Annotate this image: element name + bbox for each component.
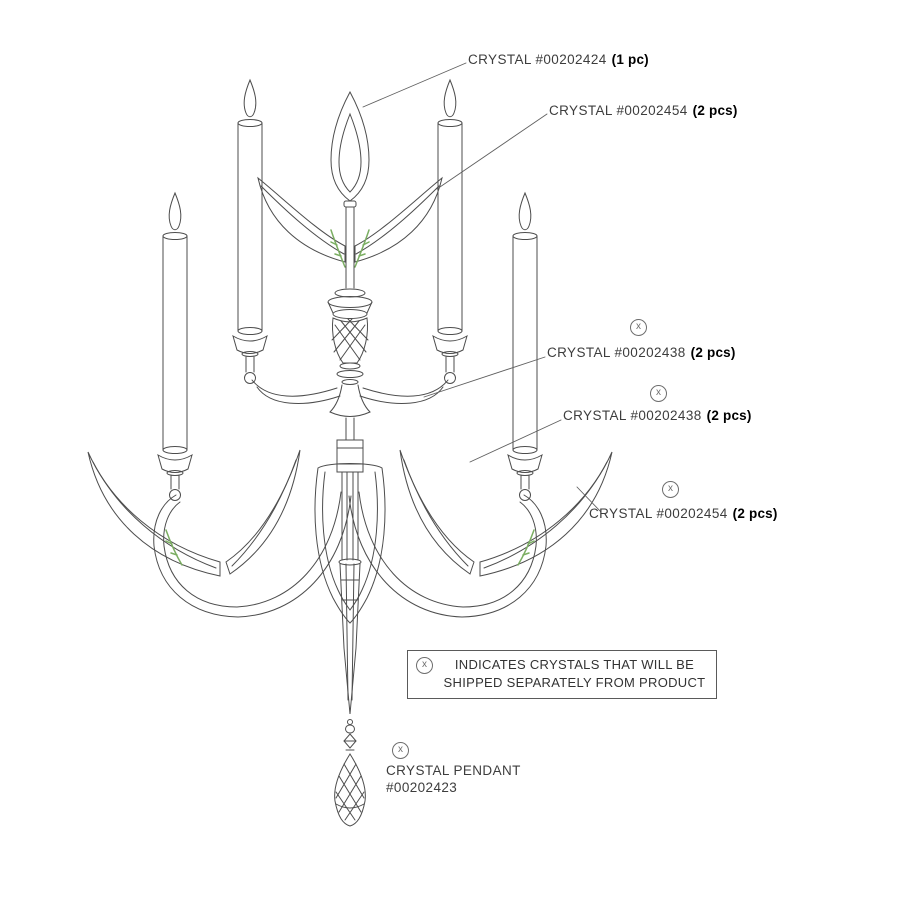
shipping-note-text: INDICATES CRYSTALS THAT WILL BE SHIPPED …: [441, 656, 708, 692]
center-column: [338, 471, 362, 715]
callout-crystal-1: CRYSTAL #00202424 (1 pc): [468, 52, 649, 67]
callout-crystal-3: CRYSTAL #00202438 (2 pcs): [547, 345, 736, 360]
center-urn: [327, 288, 373, 473]
shipped-separately-marker-icon: x: [416, 657, 433, 674]
shipped-separately-marker-icon: x: [392, 742, 409, 759]
callout-part-number: CRYSTAL #00202438: [563, 408, 702, 423]
callout-part-number: CRYSTAL #00202454: [589, 506, 728, 521]
shipped-separately-marker-icon: x: [630, 319, 647, 336]
callout-part-number: CRYSTAL #00202424: [468, 52, 607, 67]
leader-line: [576, 486, 602, 513]
callout-crystal-2: CRYSTAL #00202454 (2 pcs): [549, 103, 738, 118]
crystal-pendant-drawing: [334, 719, 366, 827]
marker-x: x: [422, 659, 427, 670]
callout-qty: (2 pcs): [706, 408, 752, 423]
leader-lines: [362, 62, 602, 513]
leader-line: [469, 419, 562, 463]
note-line-2: SHIPPED SEPARATELY FROM PRODUCT: [443, 675, 706, 690]
pendant-label-line-1: CRYSTAL PENDANT: [386, 763, 521, 778]
marker-x: x: [668, 483, 673, 494]
callout-qty: (2 pcs): [692, 103, 738, 118]
callout-crystal-5: CRYSTAL #00202454 (2 pcs): [589, 506, 778, 521]
note-line-1: INDICATES CRYSTALS THAT WILL BE: [454, 657, 695, 672]
marker-x: x: [398, 744, 403, 755]
marker-x: x: [656, 387, 661, 398]
shipping-note-box: x INDICATES CRYSTALS THAT WILL BE SHIPPE…: [407, 650, 717, 699]
callout-crystal-pendant: CRYSTAL PENDANT #00202423: [386, 762, 521, 796]
callout-crystal-4: CRYSTAL #00202438 (2 pcs): [563, 408, 752, 423]
callout-qty: (2 pcs): [690, 345, 736, 360]
sconce-left-half: [87, 79, 352, 618]
leader-line: [423, 356, 546, 398]
callout-part-number: CRYSTAL #00202454: [549, 103, 688, 118]
callout-part-number: CRYSTAL #00202438: [547, 345, 686, 360]
marker-x: x: [636, 321, 641, 332]
backplate: [314, 463, 386, 624]
pendant-label-line-2: #00202423: [386, 780, 458, 795]
finial-crystal: [330, 90, 370, 289]
callout-qty: (2 pcs): [732, 506, 778, 521]
callout-qty: (1 pc): [611, 52, 649, 67]
leader-line: [362, 62, 467, 108]
shipped-separately-marker-icon: x: [662, 481, 679, 498]
leader-line: [436, 113, 548, 190]
shipped-separately-marker-icon: x: [650, 385, 667, 402]
